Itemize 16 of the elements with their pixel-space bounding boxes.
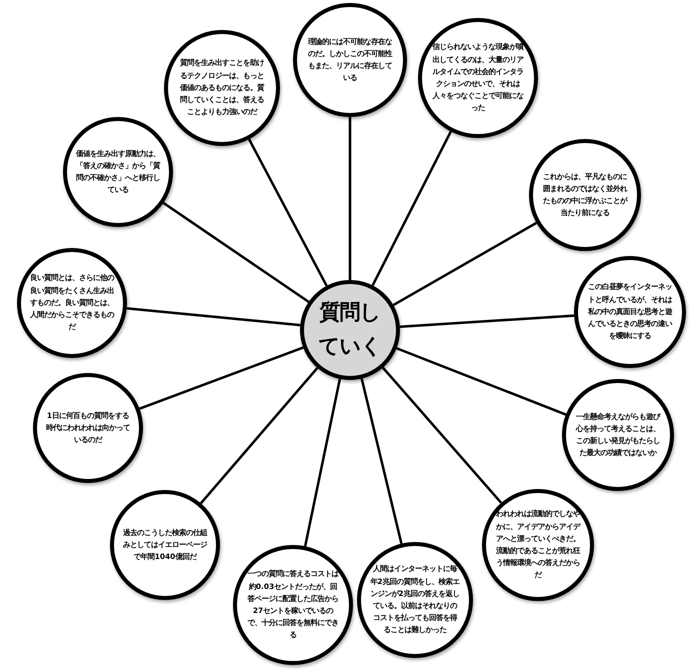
connector-line	[139, 346, 304, 410]
connector-line	[126, 307, 300, 326]
connector-line	[304, 378, 342, 546]
connector-line	[348, 117, 352, 280]
connector-line	[248, 138, 328, 286]
central-circle	[300, 280, 400, 380]
connector-line	[382, 366, 502, 504]
connector-line	[162, 202, 310, 303]
connector-line	[360, 378, 403, 544]
connector-line	[396, 347, 566, 416]
connector-line	[372, 130, 452, 286]
connector-line	[200, 367, 318, 504]
connector-line	[392, 222, 538, 306]
topic-text: 質問していく	[318, 299, 382, 360]
connector-line	[400, 314, 574, 328]
idea-circle	[482, 489, 594, 601]
